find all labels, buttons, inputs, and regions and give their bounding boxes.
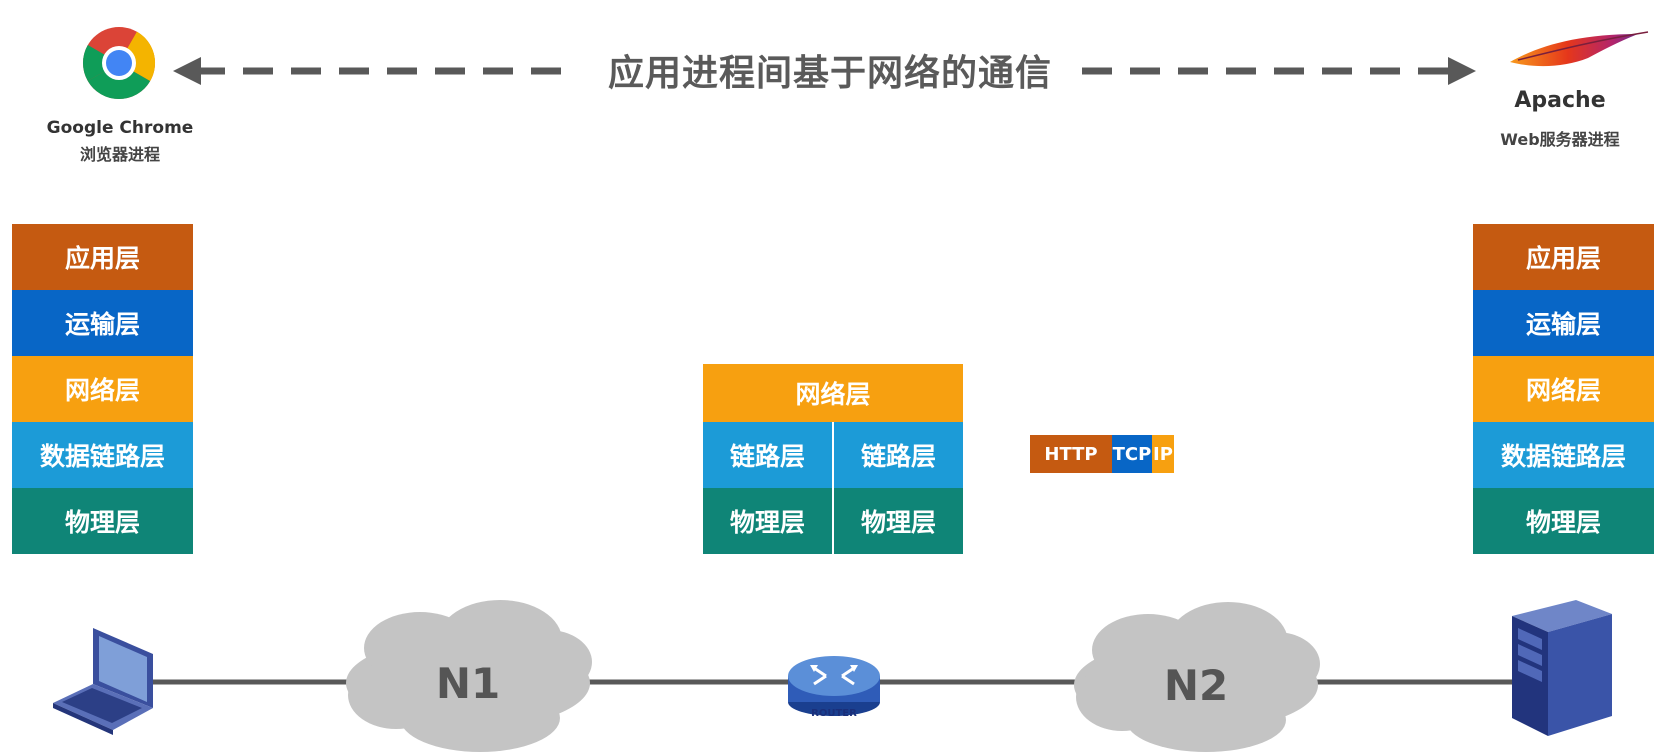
router-layer-physical-left: 物理层 (729, 508, 805, 537)
router-protocol-stack: 网络层 链路层 链路层 物理层 物理层 (703, 364, 963, 554)
packet-http-segment: HTTP (1030, 435, 1112, 473)
layer-datalink: 数据链路层 (12, 422, 193, 488)
cloud-n1: N1 (346, 600, 592, 752)
router-layer-network: 网络层 (703, 364, 963, 422)
router-layer-physical-right: 物理层 (832, 488, 963, 554)
layer-transport: 运输层 (12, 290, 193, 356)
layer-network: 网络层 (1473, 356, 1654, 422)
router-physical-row: 物理层 物理层 (703, 488, 963, 554)
cloud-n2: N2 (1074, 602, 1320, 752)
server-process-label: Web服务器进程 (1500, 130, 1620, 149)
cloud-n2-label: N2 (1164, 661, 1228, 710)
layer-application: 应用层 (12, 224, 193, 290)
diagram-title: 应用进程间基于网络的通信 (607, 53, 1052, 94)
server-protocol-stack: 应用层 运输层 网络层 数据链路层 物理层 (1473, 224, 1654, 554)
chrome-logo-icon (82, 27, 156, 100)
router-icon: ROUTER (788, 656, 880, 719)
packet-ip-segment: IP (1152, 435, 1174, 473)
layer-application: 应用层 (1473, 224, 1654, 290)
laptop-icon (53, 628, 153, 735)
packet: HTTP TCP IP (1030, 435, 1174, 473)
router-link-row: 链路层 链路层 (703, 422, 963, 488)
layer-physical: 物理层 (1473, 488, 1654, 554)
client-protocol-stack: 应用层 运输层 网络层 数据链路层 物理层 (12, 224, 193, 554)
top-dashed-arrow (173, 57, 1476, 85)
layer-transport: 运输层 (1473, 290, 1654, 356)
apache-feather-icon (1510, 31, 1649, 67)
router-layer-link-right: 链路层 (832, 422, 963, 488)
layer-physical: 物理层 (12, 488, 193, 554)
layer-network: 网络层 (12, 356, 193, 422)
router-label: ROUTER (811, 708, 857, 719)
client-process-label: 浏览器进程 (79, 145, 160, 164)
layer-datalink: 数据链路层 (1473, 422, 1654, 488)
cloud-n1-label: N1 (436, 659, 500, 708)
packet-tcp-segment: TCP (1112, 435, 1152, 473)
server-app-name: Apache (1514, 88, 1606, 113)
network-diagram: N1 ROUTER N2 (53, 600, 1612, 752)
server-icon (1512, 600, 1612, 736)
router-layer-link-left: 链路层 (729, 442, 805, 471)
client-app-name: Google Chrome (46, 118, 194, 138)
